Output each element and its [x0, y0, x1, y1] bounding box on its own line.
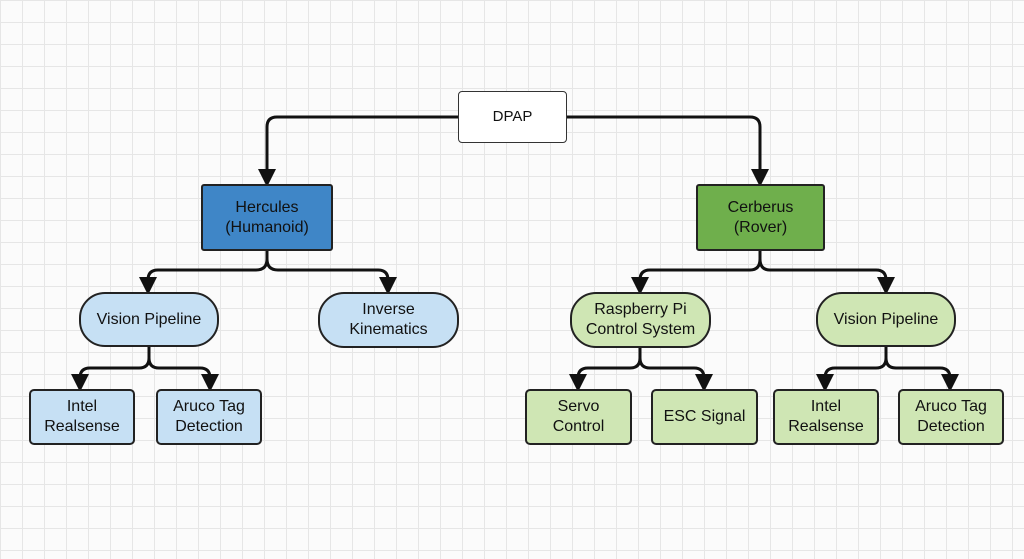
node-hercules-vision-pipeline-label: Vision Pipeline	[96, 310, 202, 328]
node-esc-signal-label: ESC Signal	[663, 408, 746, 425]
node-cerberus-aruco-tag-detection: Aruco Tag Detection	[898, 389, 1004, 445]
connector-cerberus-vision-to-realsense	[816, 345, 888, 392]
connector-dpap-to-hercules	[258, 115, 460, 187]
connector-raspberry-pi-to-esc	[638, 356, 713, 392]
node-cerberus-intel-realsense: Intel Realsense	[773, 389, 879, 445]
node-hercules-intel-realsense: Intel Realsense	[29, 389, 135, 445]
connector-cerberus-vision-to-aruco	[884, 356, 959, 392]
connector-cerberus-to-raspberry-pi	[631, 249, 762, 295]
connector-raspberry-pi-to-servo	[569, 346, 642, 392]
connector-hercules-stem	[139, 249, 269, 295]
connector-hercules-vision-to-realsense	[71, 345, 151, 392]
node-hercules-aruco-tag-detection-label: Aruco Tag Detection	[173, 398, 245, 435]
node-cerberus-vision-pipeline: Vision Pipeline	[816, 292, 956, 347]
node-raspberry-pi-control-system-label: Raspberry Pi Control System	[585, 301, 696, 338]
node-hercules-label: Hercules (Humanoid)	[225, 198, 309, 236]
connector-hercules-to-inverse-kinematics	[265, 257, 397, 295]
node-cerberus-aruco-tag-detection-label: Aruco Tag Detection	[915, 398, 987, 435]
connector-dpap-to-cerberus	[565, 115, 769, 187]
connector-cerberus-to-vision-pipeline	[758, 257, 895, 295]
node-hercules-intel-realsense-label: Intel Realsense	[44, 398, 120, 435]
node-dpap-label: DPAP	[492, 108, 533, 125]
node-servo-control: Servo Control	[525, 389, 632, 445]
node-servo-control-label: Servo Control	[552, 398, 605, 435]
node-inverse-kinematics: Inverse Kinematics	[318, 292, 459, 348]
node-raspberry-pi-control-system: Raspberry Pi Control System	[570, 292, 711, 348]
node-cerberus-label: Cerberus (Rover)	[727, 198, 794, 236]
node-hercules-vision-pipeline: Vision Pipeline	[79, 292, 219, 347]
node-esc-signal: ESC Signal	[651, 389, 758, 445]
node-cerberus-intel-realsense-label: Intel Realsense	[788, 398, 864, 435]
node-dpap: DPAP	[458, 91, 567, 143]
node-cerberus-vision-pipeline-label: Vision Pipeline	[833, 310, 939, 328]
node-cerberus: Cerberus (Rover)	[696, 184, 825, 251]
node-hercules: Hercules (Humanoid)	[201, 184, 333, 251]
node-inverse-kinematics-label: Inverse Kinematics	[349, 301, 428, 338]
node-hercules-aruco-tag-detection: Aruco Tag Detection	[156, 389, 262, 445]
connector-hercules-vision-to-aruco	[147, 356, 219, 392]
